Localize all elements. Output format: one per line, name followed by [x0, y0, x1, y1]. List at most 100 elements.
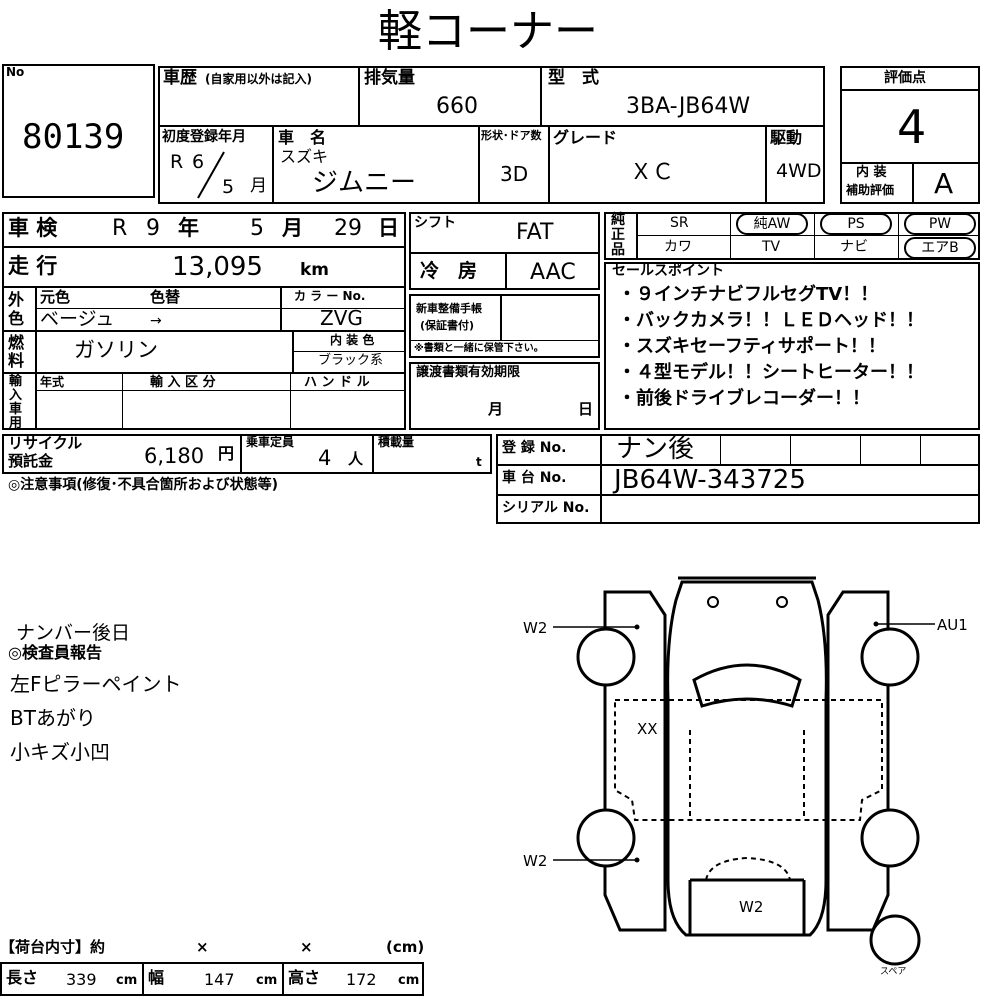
transfer-box [409, 362, 600, 430]
vehicle-info-box [158, 66, 825, 204]
transfer-label: 譲渡書類有効期限 [416, 365, 521, 380]
transfer-day-unit: 日 [578, 400, 594, 418]
inspection-month-unit: 月 [282, 216, 303, 240]
page-title: 軽コーナー [378, 6, 598, 57]
cargo-length-unit: cm [116, 973, 138, 988]
sales-point-5: ・前後ドライブレコーダー！！ [618, 388, 870, 409]
equip-pw: PW [904, 213, 976, 235]
load-unit: t [476, 455, 482, 469]
equip-leather: カワ [664, 239, 692, 255]
cargo-length-label: 長さ [6, 968, 39, 987]
ac-label: 冷 房 [420, 260, 478, 282]
history-note: (自家用以外は記入) [205, 72, 312, 86]
color-code-value: ZVG [320, 306, 363, 330]
inspection-label: 車 検 [8, 216, 58, 240]
equip-aw: 純AW [736, 213, 808, 235]
chassis-value: JB64W-343725 [614, 465, 806, 495]
inspection-day: 29 [334, 216, 362, 241]
cargo-width-unit: cm [256, 973, 278, 988]
body-value: 3D [500, 162, 529, 186]
color-code-label: カ ラ ー No. [294, 289, 366, 303]
first-reg-slash [197, 151, 225, 199]
car-body-outline [666, 580, 828, 937]
equipment-label: 純正品 [611, 212, 625, 258]
spare-label: スペア [880, 967, 906, 977]
capacity-unit: 人 [348, 450, 364, 468]
serial-label: シリアル No. [502, 500, 590, 516]
damage-label-front-left: W2 [523, 619, 547, 637]
color-change-label: 色替 [150, 288, 181, 306]
inspection-day-unit: 日 [378, 216, 399, 240]
cargo-width-value: 147 [204, 970, 235, 989]
cargo-x1: × [196, 938, 209, 956]
score-value: 4 [897, 100, 927, 154]
registration-label: 登 録 No. [502, 440, 567, 456]
recycle-label-1: リサイクル [8, 434, 83, 452]
equip-airbag: エアB [904, 237, 976, 259]
model-value: 3BA-JB64W [626, 94, 751, 119]
rear-right-wheel [860, 808, 920, 868]
equip-navi: ナビ [840, 239, 868, 255]
orig-color-value: ベージュ [40, 308, 115, 330]
sales-label: セールスポイント [612, 263, 724, 279]
front-left-wheel [576, 627, 636, 687]
ac-value: AAC [530, 260, 576, 285]
recycle-row [2, 434, 492, 474]
first-reg-label: 初度登録年月 [162, 129, 246, 145]
load-label: 積載量 [378, 435, 415, 449]
first-reg-month: 5 [222, 176, 235, 198]
mileage-unit: km [300, 260, 330, 280]
cargo-width-label: 幅 [148, 968, 165, 987]
lot-no-label: No [6, 65, 25, 79]
cargo-x2: × [300, 938, 313, 956]
color-arrow: → [150, 313, 162, 329]
inspection-era: R [112, 216, 128, 241]
score-box [840, 66, 980, 204]
equip-tv: TV [762, 239, 781, 255]
spare-tire [869, 914, 921, 966]
equip-sr: SR [670, 215, 689, 231]
front-right-wheel [860, 627, 920, 687]
model-label: 型 式 [548, 68, 599, 88]
equip-ps: PS [820, 213, 892, 235]
manual-label-2: (保証書付) [420, 319, 475, 332]
body-label: 形状･ドア数 [481, 129, 542, 142]
import-handle-label: ハ ン ド ル [304, 375, 370, 390]
left-side-panel [603, 590, 667, 932]
score-label: 評価点 [884, 70, 926, 86]
first-reg-year: 6 [192, 151, 205, 173]
recycle-unit: 円 [218, 444, 235, 463]
interior-score-value: A [934, 167, 954, 200]
damage-label-front-right: AU1 [937, 616, 968, 634]
car-name-label: 車 名 [278, 128, 327, 147]
cargo-height-unit: cm [398, 973, 420, 988]
interior-score-label-2: 補助評価 [846, 183, 895, 197]
registration-value: ナン後 [616, 434, 695, 464]
interior-score-label-1: 内 装 [856, 165, 887, 180]
car-maker: スズキ [280, 147, 329, 166]
registration-box [496, 434, 980, 524]
sales-point-3: ・スズキセーフティサポート！！ [618, 336, 886, 357]
inspection-year: 9 [146, 216, 160, 241]
cargo-dimensions-box [0, 962, 424, 996]
transfer-month-unit: 月 [488, 400, 504, 418]
fuel-value: ガソリン [74, 338, 158, 362]
number-note: ナンバー後日 [16, 622, 131, 644]
cargo-unit: (cm) [386, 938, 425, 956]
inspection-block [2, 212, 406, 430]
lot-number-box [2, 64, 155, 198]
sales-point-4: ・４型モデル！！シートヒーター！！ [618, 362, 924, 383]
capacity-label: 乗車定員 [246, 435, 295, 449]
mileage-label: 走 行 [8, 254, 58, 278]
cargo-height-label: 高さ [288, 968, 321, 987]
import-class-label: 輸 入 区 分 [150, 375, 216, 390]
displacement-value: 660 [436, 94, 478, 119]
fuel-label: 燃料 [8, 333, 25, 370]
first-reg-era: R [170, 151, 184, 173]
cargo-height-value: 172 [346, 970, 377, 989]
drive-value: 4WD [776, 160, 822, 182]
manual-label-1: 新車整備手帳 [416, 302, 482, 315]
cargo-label: 【荷台内寸】約 [0, 938, 106, 956]
capacity-value: 4 [318, 446, 332, 470]
sales-point-1: ・９インチナビフルセグTV！！ [618, 284, 879, 305]
